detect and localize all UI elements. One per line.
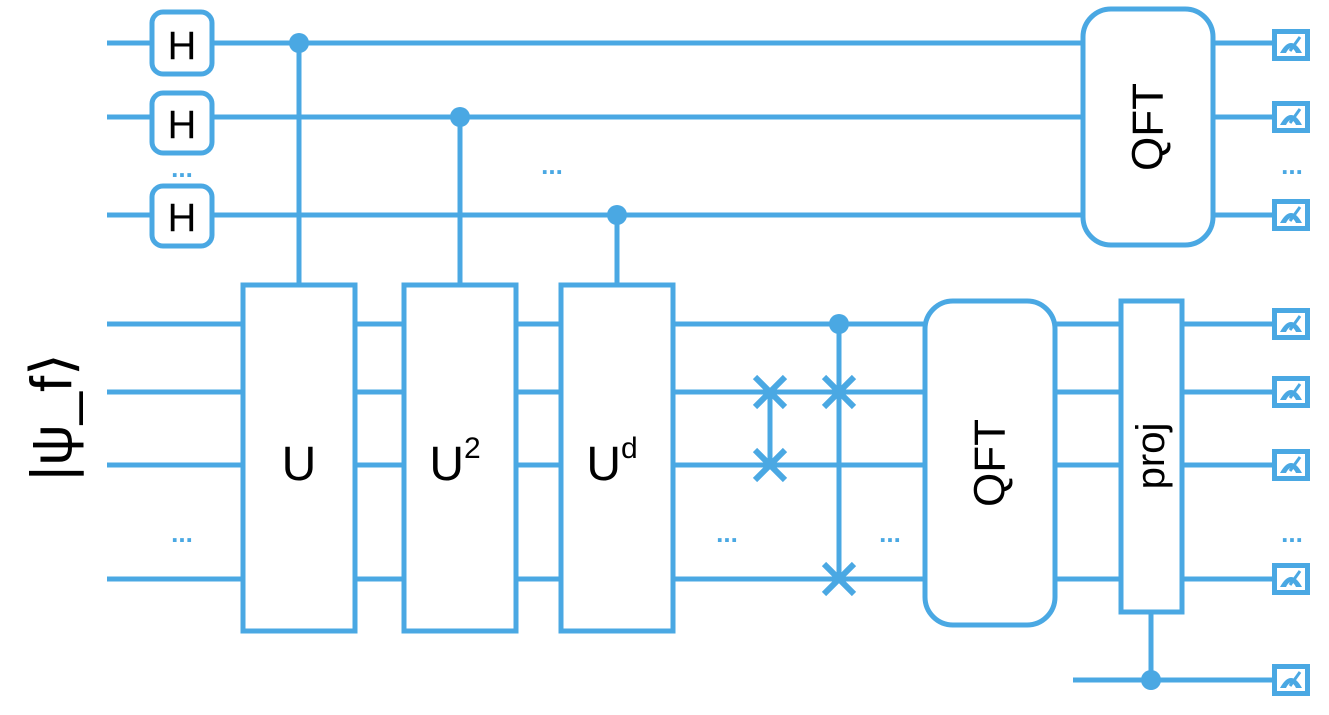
measurement-icon <box>1272 199 1310 231</box>
hadamard-gates: H H H <box>149 9 215 249</box>
unitary-gates: U U2 Ud <box>240 282 676 634</box>
gate-u2-base: U <box>429 438 464 491</box>
gate-u-label: U <box>282 438 317 491</box>
gate-ud: Ud <box>558 282 676 634</box>
hadamard-label: H <box>168 24 197 68</box>
swap-gates <box>752 374 857 597</box>
gate-u2-label: U2 <box>429 432 480 491</box>
ellipsis-upper-middle: ... <box>541 150 563 180</box>
measurements <box>1272 29 1310 696</box>
proj-gate: proj <box>1118 298 1185 615</box>
gate-u2: U2 <box>401 282 519 634</box>
ellipsis-lower-mid1: ... <box>716 518 738 548</box>
qft-lower: QFT <box>922 298 1058 628</box>
ellipses: ... ... ... ... ... ... ... <box>171 150 1303 548</box>
hadamard-gate-1: H <box>149 9 215 77</box>
gate-ud-base: U <box>586 438 621 491</box>
control-dot-icon <box>450 107 470 127</box>
ellipsis-lower-mid2: ... <box>879 518 901 548</box>
control-dot-icon <box>1141 670 1161 690</box>
ellipsis-hadamard: ... <box>171 153 193 183</box>
gate-u2-exponent: 2 <box>464 432 481 465</box>
qft-lower-label: QFT <box>966 419 1015 507</box>
hadamard-gate-3: H <box>149 183 215 249</box>
control-dots <box>289 33 1161 690</box>
qft-upper-label: QFT <box>1124 83 1173 171</box>
gate-ud-exponent: d <box>621 432 638 465</box>
control-dot-icon <box>607 205 627 225</box>
gate-u: U <box>240 282 358 634</box>
ellipsis-upper-right: ... <box>1281 150 1303 180</box>
input-state-label: |ψ_f⟩ <box>20 353 85 480</box>
ellipsis-lower-left: ... <box>171 518 193 548</box>
ellipsis-lower-right: ... <box>1281 518 1303 548</box>
measurement-icon <box>1272 664 1310 696</box>
measurement-icon <box>1272 449 1310 481</box>
measurement-icon <box>1272 29 1310 61</box>
swap-cross-icon <box>752 374 788 410</box>
measurement-icon <box>1272 563 1310 595</box>
proj-label: proj <box>1129 423 1173 490</box>
measurement-icon <box>1272 308 1310 340</box>
control-lines <box>296 43 1154 680</box>
hadamard-label: H <box>168 196 197 240</box>
measurement-icon <box>1272 376 1310 408</box>
qft-upper: QFT <box>1080 6 1216 248</box>
measurement-icon <box>1272 101 1310 133</box>
control-dot-icon <box>829 314 849 334</box>
swap-cross-icon <box>752 447 788 483</box>
swap-cross-icon <box>821 374 857 410</box>
gate-ud-label: Ud <box>586 432 637 491</box>
swap-cross-icon <box>821 561 857 597</box>
hadamard-gate-2: H <box>149 90 215 156</box>
control-dot-icon <box>289 33 309 53</box>
hadamard-label: H <box>168 103 197 147</box>
